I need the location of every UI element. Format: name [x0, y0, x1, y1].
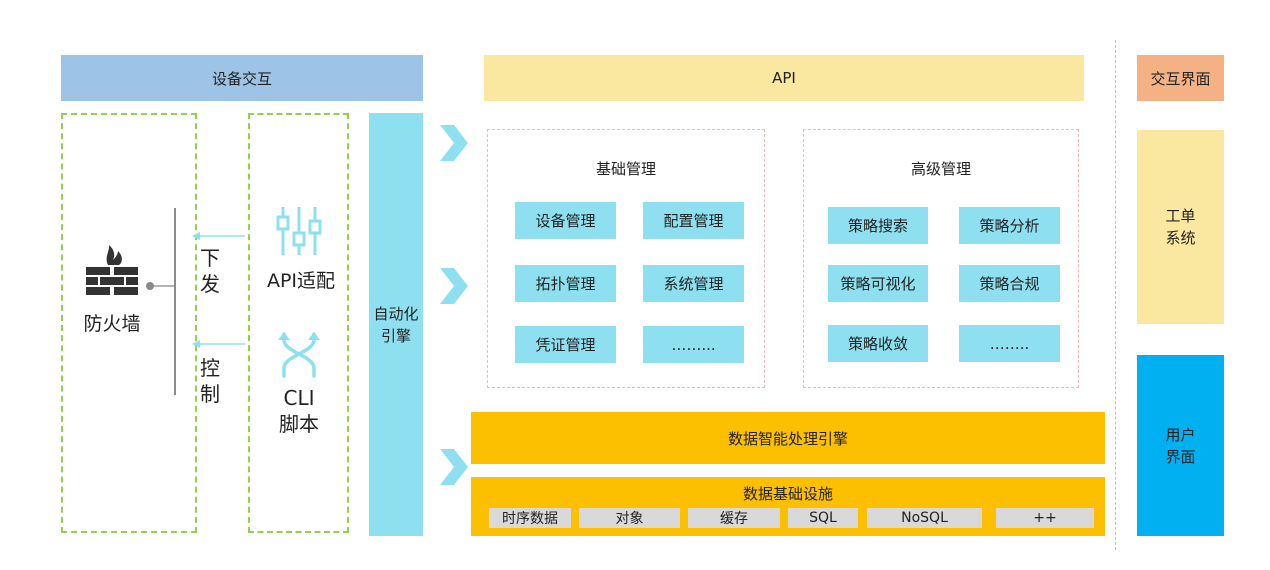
advanced-management-panel	[803, 129, 1079, 388]
device-management-item: 设备管理	[515, 202, 616, 239]
automation-engine: 自动化 引擎	[369, 113, 423, 536]
automation-engine-label: 自动化 引擎	[373, 304, 419, 345]
firewall-label: 防火墙	[83, 313, 141, 335]
cli-script-label: CLI 脚本	[279, 386, 319, 436]
timeseries-data-cell: 时序数据	[489, 508, 571, 528]
more-advanced-item: ……..	[959, 325, 1060, 362]
api-adapter-label: API适配	[266, 270, 336, 292]
api-header: API	[484, 55, 1084, 101]
user-interface-label: 用户 界面	[1165, 425, 1196, 466]
data-processing-engine: 数据智能处理引擎	[471, 412, 1105, 464]
sql-cell: SQL	[788, 508, 858, 528]
interaction-ui-label: 交互界面	[1150, 69, 1211, 88]
policy-convergence-item: 策略收敛	[828, 325, 928, 362]
chevron-right-icon	[440, 268, 468, 304]
adapter-panel	[248, 113, 349, 533]
data-infrastructure-title: 数据基础设施	[742, 485, 833, 503]
section-divider	[1115, 40, 1116, 550]
firewall-icon	[86, 245, 138, 295]
downlink-label: 下 发	[200, 246, 220, 296]
firewall-panel	[61, 113, 197, 533]
object-cell: 对象	[579, 508, 680, 528]
connector-lines	[146, 208, 245, 395]
user-interface: 用户 界面	[1137, 355, 1224, 536]
nosql-cell: NoSQL	[867, 508, 982, 528]
work-order-system: 工单 系统	[1137, 130, 1224, 324]
system-management-item: 系统管理	[643, 265, 744, 302]
device-interaction-header: 设备交互	[61, 55, 423, 101]
config-management-item: 配置管理	[643, 202, 744, 239]
policy-analysis-item: 策略分析	[959, 207, 1060, 244]
more-basic-item: ……...	[643, 326, 744, 363]
policy-visualization-item: 策略可视化	[828, 265, 928, 302]
interaction-ui-header: 交互界面	[1137, 55, 1224, 101]
basic-management-title: 基础管理	[595, 160, 656, 178]
credential-management-item: 凭证管理	[515, 326, 616, 363]
data-processing-engine-label: 数据智能处理引擎	[727, 429, 848, 448]
more-infra-cell: ++	[996, 508, 1094, 528]
chevron-right-icon	[440, 449, 468, 485]
basic-management-panel	[487, 129, 765, 388]
advanced-management-title: 高级管理	[910, 160, 971, 178]
sliders-icon	[276, 207, 322, 255]
policy-search-item: 策略搜索	[828, 207, 928, 244]
api-label: API	[772, 69, 796, 87]
policy-compliance-item: 策略合规	[959, 265, 1060, 302]
chevron-right-icon	[440, 125, 468, 161]
control-label: 控 制	[200, 356, 220, 406]
device-interaction-label: 设备交互	[211, 69, 272, 88]
work-order-system-label: 工单 系统	[1165, 207, 1196, 247]
topology-management-item: 拓扑管理	[515, 265, 616, 302]
shuffle-icon	[278, 332, 320, 378]
cache-cell: 缓存	[688, 508, 780, 528]
